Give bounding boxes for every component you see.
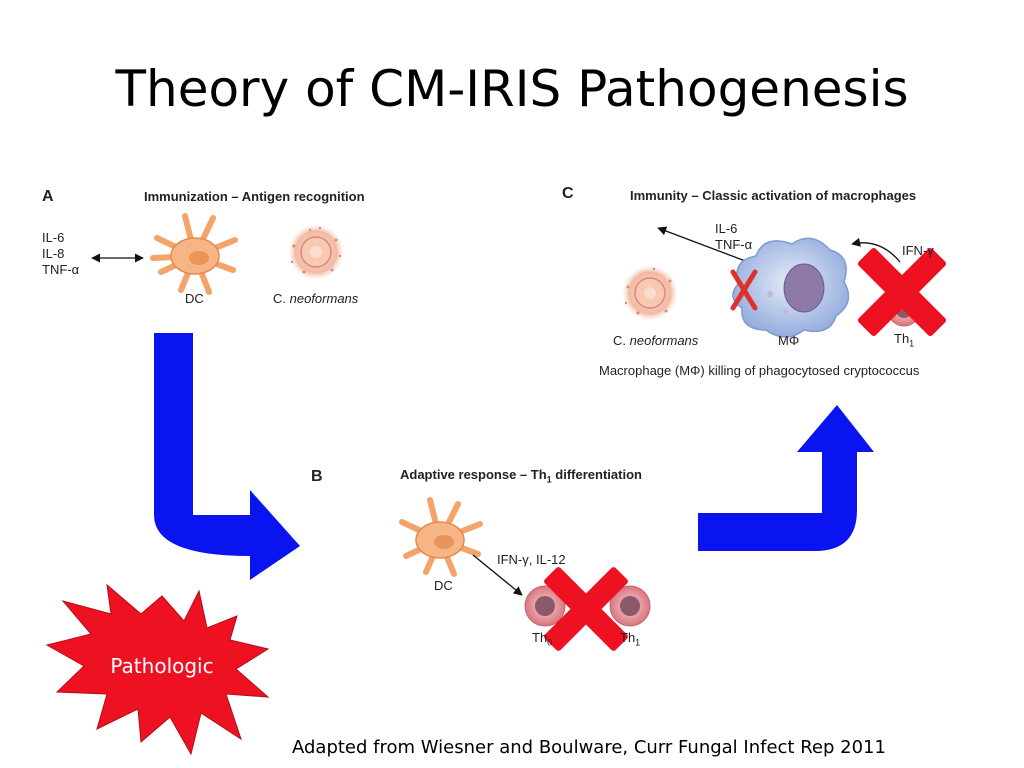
- panel-a-cytokine-list: IL-6 IL-8 TNF-α: [42, 230, 79, 278]
- th0-label: Th0: [532, 630, 552, 651]
- flow-arrow-b-to-c: [698, 405, 874, 551]
- pathogen-c-label: C. neoformans: [613, 333, 698, 349]
- dendritic-cell-icon: [150, 213, 238, 295]
- panel-b-letter: B: [311, 468, 323, 485]
- blocked-cross-icon: [544, 567, 628, 651]
- panel-c-caption: Macrophage (MΦ) killing of phagocytosed …: [599, 363, 920, 378]
- th1-c-label-text: Th: [894, 331, 910, 346]
- macrophage-icon: [732, 237, 850, 338]
- panel-b-heading-suffix: differentiation: [551, 467, 642, 482]
- dc-label: DC: [185, 291, 204, 306]
- th1-label-sub: 1: [635, 637, 641, 648]
- th0-cell-icon: [524, 585, 566, 627]
- cryptococcus-c-icon: [623, 266, 677, 320]
- panel-b-heading: Adaptive response – Th1 differentiation: [400, 467, 642, 485]
- pathogen-genus: C.: [273, 291, 290, 306]
- ifn-label: IFN-γ: [902, 243, 934, 258]
- panel-c-cytokine-list: IL-6 TNF-α: [715, 221, 752, 253]
- pathogen-c-genus: C.: [613, 333, 630, 348]
- th1-c-label-sub: 1: [909, 338, 915, 349]
- th1-cell-icon: [609, 585, 651, 627]
- cytokine-label: IL-8: [42, 246, 65, 261]
- panel-b-heading-sub: 1: [546, 474, 552, 485]
- th0-label-text: Th: [532, 630, 548, 645]
- dc-b-label: DC: [434, 578, 453, 593]
- dendritic-cell-b-icon: [399, 497, 483, 577]
- pathogen-c-species: neoformans: [629, 333, 699, 348]
- cytokine-label: IL-6: [42, 230, 65, 245]
- ifn-signal-arrow: [851, 237, 901, 263]
- cytokine-release-arrow: [657, 226, 749, 263]
- pathologic-badge: [45, 583, 270, 756]
- blocked-cross-c-icon: [857, 247, 947, 337]
- small-blocked-x-icon: [730, 269, 758, 311]
- th1-label-text: Th: [620, 630, 636, 645]
- pathogen-species: neoformans: [289, 291, 359, 306]
- citation: Adapted from Wiesner and Boulware, Curr …: [292, 737, 886, 758]
- macrophage-label: MΦ: [778, 333, 800, 348]
- cytokine-label: TNF-α: [715, 237, 753, 252]
- pathogen-label: C. neoformans: [273, 291, 358, 307]
- signal-label: IFN-γ, IL-12: [497, 552, 566, 567]
- panel-a-letter: A: [42, 188, 54, 205]
- pathologic-label: Pathologic: [110, 654, 214, 678]
- th0-label-sub: 0: [547, 637, 553, 648]
- cytokine-label: TNF-α: [42, 262, 80, 277]
- flow-arrow-a-to-b: [154, 333, 300, 580]
- panel-b-heading-prefix: Adaptive response – Th: [400, 467, 547, 482]
- slide-title: Theory of CM-IRIS Pathogenesis: [115, 60, 909, 118]
- th1-label: Th1: [620, 630, 640, 651]
- differentiation-arrow: [472, 554, 523, 596]
- cytokine-label: IL-6: [715, 221, 738, 236]
- cryptococcus-icon: [289, 225, 343, 279]
- panel-c-heading: Immunity – Classic activation of macroph…: [630, 188, 917, 203]
- panel-c-letter: C: [562, 185, 574, 202]
- th1-c-label: Th1: [894, 331, 914, 352]
- panel-a-heading: Immunization – Antigen recognition: [144, 189, 365, 204]
